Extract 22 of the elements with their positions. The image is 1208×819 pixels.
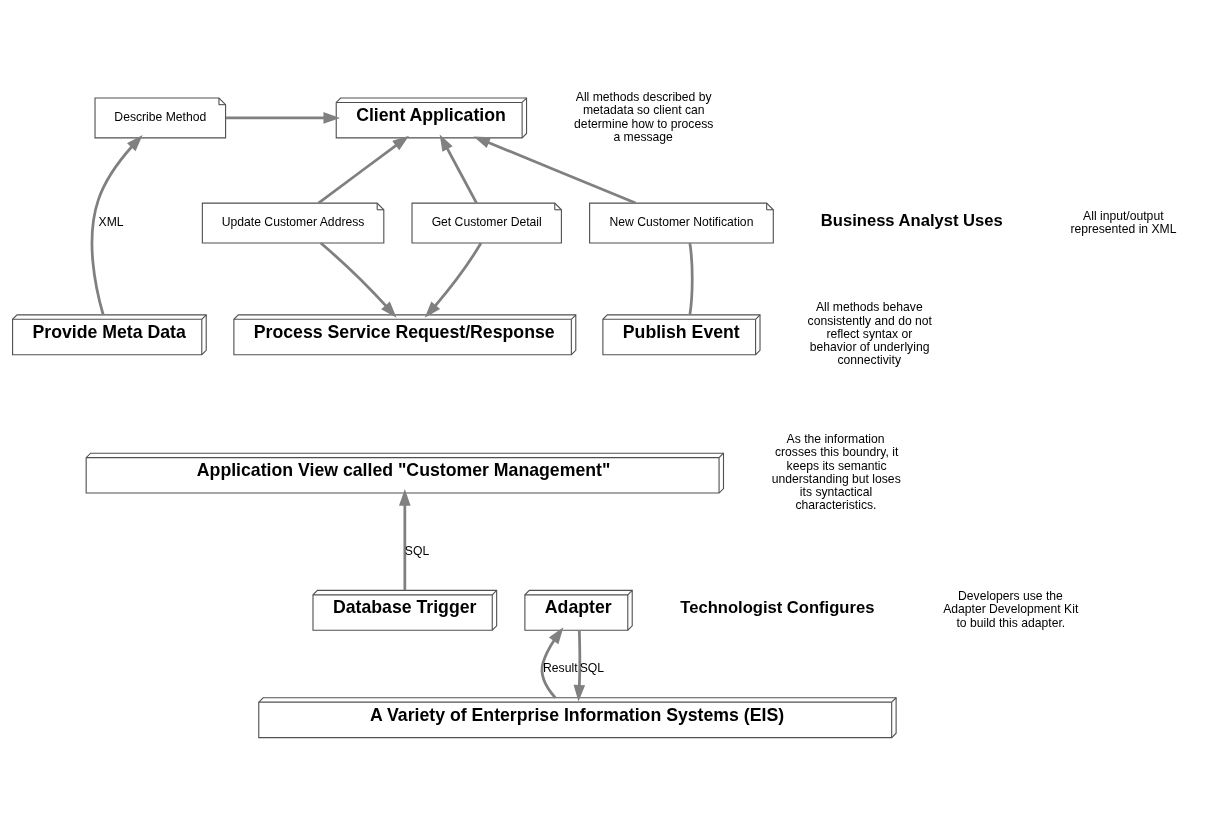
- arrow: [399, 489, 411, 591]
- arrow: [439, 134, 478, 204]
- label: Developers use the Adapter Development Kit to build this adapter.: [943, 589, 1079, 630]
- label: All input/output represented in XML: [1070, 208, 1177, 236]
- arrow: [225, 112, 341, 124]
- connector: [688, 242, 694, 315]
- arrow: [424, 242, 483, 318]
- arrow: [317, 135, 410, 205]
- arrow: [540, 627, 564, 699]
- label: All methods behave consistently and do not reflect syntax or behavior of underlying connectivity: [807, 300, 932, 368]
- edge-label: Result: [543, 661, 578, 676]
- label: Business Analyst Uses: [820, 210, 1003, 230]
- edge-label: SQL: [579, 661, 604, 676]
- label: All methods described by metadata so client can determine how to process a message: [574, 90, 714, 144]
- label: Technologist Configures: [680, 598, 875, 618]
- label: As the information crosses this boundry, it keeps its semantic understanding but loses its syntactical characteristics.: [771, 432, 901, 513]
- arrow: [319, 242, 397, 318]
- arrow: [90, 135, 143, 315]
- edge-label: SQL: [404, 543, 430, 558]
- arrow: [473, 136, 637, 205]
- arrow: [573, 630, 586, 702]
- edge-label: XML: [98, 215, 124, 230]
